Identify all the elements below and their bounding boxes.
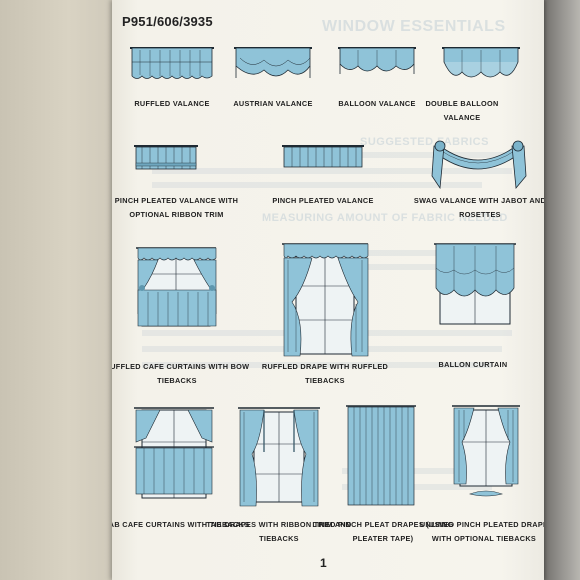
style-label: TAB DRAPES WITH RIBBON TRIM AND TIEBACKS [206, 520, 352, 543]
style-label: BALLOON VALANCE [338, 99, 416, 108]
show-through-measure: MEASURING AMOUNT OF FABRIC NEEDED [262, 212, 508, 224]
ruffled-valance-icon [130, 47, 214, 79]
style-label: BALLON CURTAIN [438, 360, 508, 369]
unlined-pinch-pleated-drape-icon [452, 405, 520, 497]
table-surface-right [542, 0, 580, 580]
pinch-pleated-valance-ribbon: PINCH PLEATED VALANCE WITH OPTIONAL RIBB… [115, 142, 238, 222]
balloon-valance-icon [338, 47, 416, 74]
style-label: AUSTRIAN VALANCE [233, 99, 313, 108]
balloon-curtain-icon [434, 243, 516, 325]
balloon-curtain: BALLON CURTAIN [430, 240, 530, 390]
page-number: 1 [320, 556, 327, 570]
instruction-page: WINDOW ESSENTIALS SUGGESTED FABRICS MEAS… [112, 0, 544, 580]
style-label: DOUBLE BALLOON VALANCE [425, 99, 499, 122]
style-label: TAB CAFE CURTAINS WITH TIEBACKS [112, 520, 250, 529]
style-label: UNLINED PINCH PLEATED DRAPE WITH OPTIONA… [419, 520, 544, 543]
balloon-valance: BALLOON VALANCE [334, 44, 434, 124]
style-label: PINCH PLEATED VALANCE [272, 196, 374, 205]
swag-valance: SWAG VALANCE WITH JABOT AND ROSETTES [414, 138, 544, 219]
ruffled-cafe-curtains: RUFFLED CAFE CURTAINS WITH BOW TIEBACKS [112, 244, 249, 394]
ruffled-cafe-curtains-icon [136, 247, 217, 327]
pinch-pleated-valance-icon [282, 145, 364, 168]
austrian-valance-icon [234, 47, 312, 78]
style-label: PINCH PLEATED VALANCE WITH OPTIONAL RIBB… [114, 196, 239, 219]
style-label: RUFFLED CAFE CURTAINS WITH BOW TIEBACKS [112, 362, 250, 385]
pinch-pleated-valance-ribbon-icon [134, 145, 198, 170]
style-label: RUFFLED DRAPE WITH RUFFLED TIEBACKS [261, 362, 389, 385]
swag-valance-icon [431, 140, 527, 190]
show-through-fabrics: SUGGESTED FABRICS [360, 136, 489, 148]
ruffled-valance: RUFFLED VALANCE [122, 44, 222, 124]
tab-cafe-curtains-icon [134, 407, 214, 499]
show-through-heading: WINDOW ESSENTIALS [322, 18, 506, 35]
style-label: LINED PINCH PLEAT DRAPES (USING PLEATER … [312, 520, 454, 543]
style-label: SWAG VALANCE WITH JABOT AND ROSETTES [413, 196, 544, 219]
lined-pinch-pleat-drapes-icon [346, 405, 416, 506]
double-balloon-valance-icon [442, 47, 520, 78]
table-surface-left [0, 0, 115, 580]
style-label: RUFFLED VALANCE [134, 99, 210, 108]
tab-cafe-curtains: TAB CAFE CURTAINS WITH TIEBACKS [112, 402, 249, 552]
ruffled-drape-icon [282, 243, 369, 357]
lined-pinch-pleat-drapes: LINED PINCH PLEAT DRAPES (USING PLEATER … [312, 402, 453, 552]
tab-drapes-icon [238, 407, 320, 507]
austrian-valance: AUSTRIAN VALANCE [230, 44, 330, 124]
unlined-pinch-pleated-drape: UNLINED PINCH PLEATED DRAPE WITH OPTIONA… [420, 402, 544, 552]
double-balloon-valance: DOUBLE BALLOON VALANCE [425, 44, 538, 124]
ruffled-drape: RUFFLED DRAPE WITH RUFFLED TIEBACKS [262, 240, 388, 390]
tab-drapes: TAB DRAPES WITH RIBBON TRIM AND TIEBACKS [206, 402, 351, 552]
pinch-pleated-valance: PINCH PLEATED VALANCE [272, 142, 378, 222]
pattern-code: P951/606/3935 [122, 14, 213, 29]
